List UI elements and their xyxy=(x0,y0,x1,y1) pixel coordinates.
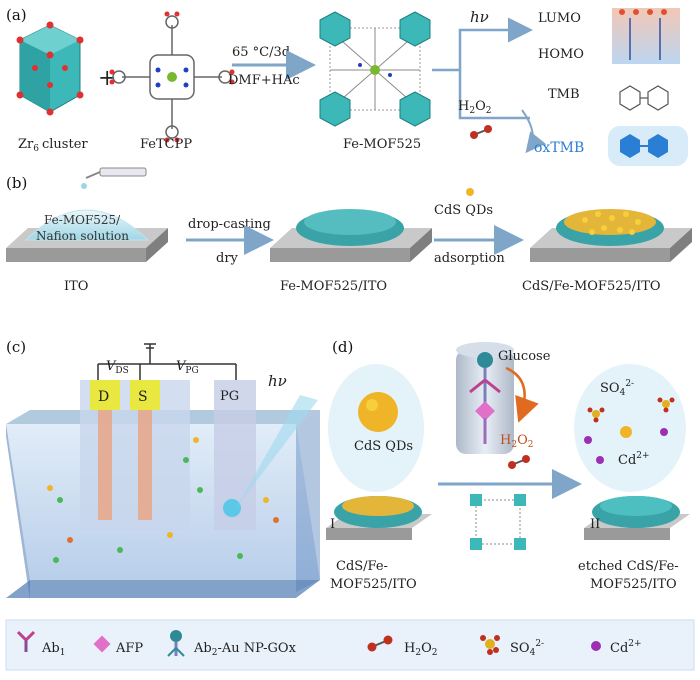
roman-numeral-1: I xyxy=(330,517,335,532)
h2o2-legend-icon xyxy=(367,635,393,652)
mof-cube-icon-d xyxy=(470,494,526,550)
cds-qds-label-d: CdS QDs xyxy=(354,439,413,454)
sandwich-immunocomplex-icon xyxy=(469,352,501,444)
step-dry: dry xyxy=(216,251,239,266)
afp-icon xyxy=(93,635,111,653)
condition-solvent: DMF+HAc xyxy=(228,73,300,88)
fetcpp-label: FeTCPP xyxy=(140,137,192,152)
fetcpp-atoms xyxy=(109,11,235,143)
legend-afp: AFP xyxy=(115,641,143,656)
cds-qd-icon xyxy=(358,392,398,432)
legend-cd: Cd2+ xyxy=(610,639,642,656)
droplet-dome xyxy=(24,209,150,241)
hv-label-a: hν xyxy=(470,8,489,26)
tmb-label: TMB xyxy=(548,87,580,102)
etched-qd xyxy=(620,426,632,438)
cds-fe-mof525-ito-label: CdS/Fe-MOF525/ITO xyxy=(522,279,661,294)
ab2-au-np-gox-icon xyxy=(167,630,185,657)
legend-ab1: Ab1 xyxy=(41,641,65,658)
panel-label-d: (d) xyxy=(332,338,353,356)
cd-label-d: Cd2+ xyxy=(618,451,650,468)
pg-light-spot xyxy=(223,499,241,517)
sulfate-icons-d xyxy=(587,397,675,423)
drain-pad xyxy=(90,380,120,410)
panel-label-b: (b) xyxy=(6,174,27,192)
oxtmb-molecule-icon xyxy=(608,126,688,166)
cds-mof-film-3 xyxy=(556,209,664,246)
left-electrode-label-1: CdS/Fe- xyxy=(336,559,388,574)
light-beam xyxy=(236,395,318,508)
right-electrode-label-1: etched CdS/Fe- xyxy=(578,559,679,574)
ito-label: ITO xyxy=(64,279,88,294)
h2o2-molecule-icon-d xyxy=(508,455,530,469)
panel-label-a: (a) xyxy=(6,6,27,24)
step-cds-qds: CdS QDs xyxy=(434,203,493,218)
glucose-label: Glucose xyxy=(498,349,551,364)
left-electrode-label-2: MOF525/ITO xyxy=(330,577,417,592)
circuit-wires xyxy=(97,343,237,380)
electrode-right xyxy=(584,496,690,540)
tmb-molecule-icon xyxy=(619,85,669,111)
source-electrode xyxy=(138,410,152,520)
tmb-oxidation-arrow xyxy=(521,109,546,154)
roman-numeral-2: II xyxy=(590,517,600,532)
legend-so4: SO42- xyxy=(510,639,544,658)
cd-ions-d xyxy=(584,428,668,464)
h2o2-label-a: H2O2 xyxy=(458,99,491,116)
pipette-icon xyxy=(81,167,147,189)
tank-particles xyxy=(47,437,279,563)
so4-label-d: SO42- xyxy=(600,379,634,398)
legend-h2o2: H2O2 xyxy=(404,641,437,658)
right-electrode-label-2: MOF525/ITO xyxy=(590,577,677,592)
oxtmb-label: oxTMB xyxy=(534,140,584,156)
h2o2-label-d: H2O2 xyxy=(500,433,533,450)
cd-legend-icon xyxy=(591,641,601,651)
drain-label: D xyxy=(98,389,109,405)
fe-mof525-framework-icon xyxy=(319,11,431,127)
mof-film-2 xyxy=(296,209,404,246)
vds-label: VDS xyxy=(106,359,129,376)
peroxide-branch-arrow xyxy=(458,70,530,120)
condition-temperature: 65 °C/3d xyxy=(232,45,290,60)
lumo-label: LUMO xyxy=(538,11,581,26)
drain-electrode xyxy=(98,410,112,520)
homo-label: HOMO xyxy=(538,47,584,62)
sulfate-legend-icon xyxy=(480,635,500,655)
electrode-left xyxy=(326,496,432,540)
pg-label: PG xyxy=(220,389,239,404)
cds-qd-dot xyxy=(466,188,474,196)
step-adsorption: adsorption xyxy=(434,251,505,266)
glucose-oxidation-arrow xyxy=(505,366,539,423)
ab1-icon xyxy=(16,630,36,652)
zr6-cluster-icon xyxy=(16,21,84,116)
panel-label-c: (c) xyxy=(6,338,26,356)
drop-label-line2: Nafion solution xyxy=(36,229,129,243)
h2o2-molecule-icon-a xyxy=(470,125,492,139)
hv-label-c: hν xyxy=(268,372,287,390)
step-drop-casting: drop-casting xyxy=(188,217,271,232)
light-branch-arrow xyxy=(432,17,533,72)
vpg-label: VPG xyxy=(176,359,199,376)
fetcpp-molecule-icon xyxy=(112,15,232,139)
fe-mof525-label: Fe-MOF525 xyxy=(343,137,421,152)
fe-mof525-ito-label: Fe-MOF525/ITO xyxy=(280,279,387,294)
drop-label-line1: Fe-MOF525/ xyxy=(44,213,121,227)
legend-ab2-au-np-gox: Ab2-Au NP-GOx xyxy=(193,641,297,658)
lumo-homo-diagram xyxy=(612,8,680,64)
legend-box xyxy=(5,619,695,671)
source-pad xyxy=(130,380,160,410)
source-label: S xyxy=(138,389,148,405)
